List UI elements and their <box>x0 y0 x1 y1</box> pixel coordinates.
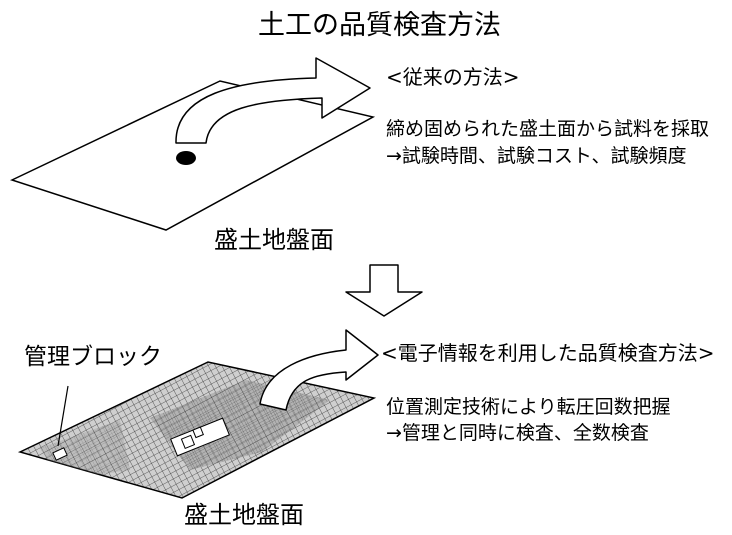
down-arrow <box>345 264 423 317</box>
bottom-curved-arrow <box>259 329 379 411</box>
sample-point <box>176 151 196 165</box>
electronic-method-description-1: 位置測定技術により転圧回数把握 <box>386 396 671 418</box>
traditional-method-description-2: →試験時間、試験コスト、試験頻度 <box>386 145 687 167</box>
management-block-marker <box>52 447 68 461</box>
block-leader-line <box>57 385 69 447</box>
electronic-method-heading: <電子情報を利用した品質検査方法> <box>381 341 715 365</box>
bottom-plane-label: 盛土地盤面 <box>184 501 304 529</box>
roller-machine <box>170 417 230 457</box>
top-curved-arrow <box>175 57 371 144</box>
traditional-method-heading: <従来の方法> <box>386 65 520 89</box>
electronic-method-description-2: →管理と同時に検査、全数検査 <box>386 422 649 444</box>
page-title: 土工の品質検査方法 <box>258 10 501 41</box>
management-block-label: 管理ブロック <box>24 344 162 370</box>
traditional-method-description-1: 締め固められた盛土面から試料を採取 <box>386 118 710 140</box>
top-plane-label: 盛土地盤面 <box>214 226 334 254</box>
